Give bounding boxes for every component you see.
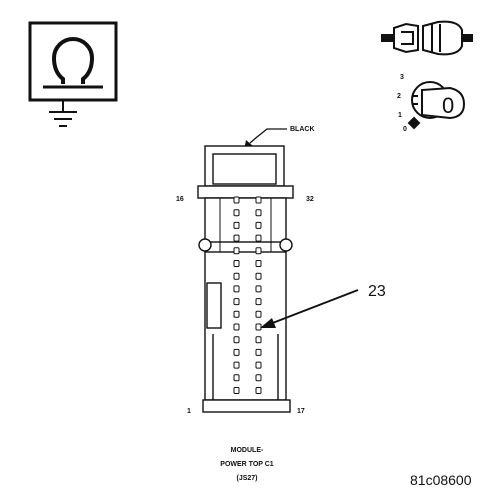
pin-label-16: 16 xyxy=(176,196,184,203)
pin-cavity xyxy=(233,234,240,242)
pin-cavity xyxy=(255,374,262,382)
pin-label-1: 1 xyxy=(187,408,191,415)
pin-label-17: 17 xyxy=(297,408,305,415)
ohmmeter-ground-icon xyxy=(28,21,118,127)
ignition-pos-3: 3 xyxy=(400,74,404,81)
callout-arrowhead xyxy=(260,318,276,328)
figure-id: 81c08600 xyxy=(410,472,472,488)
pin-cavity xyxy=(255,272,262,280)
pin-cavity xyxy=(255,387,262,394)
connector-separate-icon xyxy=(381,20,473,56)
callout-leader-line xyxy=(269,289,359,325)
pin-cavity xyxy=(255,260,262,267)
pin-cavity xyxy=(233,272,240,280)
pin-cavity xyxy=(255,361,262,369)
pin-cavity xyxy=(233,310,240,318)
pin-cavity xyxy=(255,221,262,229)
connector-name-line2: POWER TOP C1 xyxy=(220,461,274,468)
pin-cavity xyxy=(255,348,262,356)
connector-name-line3: (JS27) xyxy=(236,475,257,482)
pin-cavity xyxy=(233,336,240,344)
pin-cavity xyxy=(255,285,262,293)
pin-cavity xyxy=(255,234,262,242)
pin-cavity xyxy=(233,387,240,394)
callout-pin-number: 23 xyxy=(368,283,386,300)
pin-cavity xyxy=(233,285,240,293)
connector-name-line1: MODULE- xyxy=(231,447,264,454)
wire-color-leader xyxy=(249,128,287,144)
connector-body xyxy=(197,145,294,413)
ignition-pos-2: 2 xyxy=(397,93,401,100)
pin-label-32: 32 xyxy=(306,196,314,203)
pin-cavity xyxy=(255,336,262,344)
pin-cavity xyxy=(233,209,240,217)
ignition-switch-icon xyxy=(407,81,466,130)
wire-color-label: BLACK xyxy=(290,126,315,133)
pin-cavity xyxy=(255,209,262,217)
pin-cavity xyxy=(233,374,240,382)
pin-cavity xyxy=(255,247,262,255)
pin-cavity xyxy=(233,260,240,267)
pin-cavity xyxy=(233,348,240,356)
pin-cavity xyxy=(233,361,240,369)
pin-cavity xyxy=(233,247,240,255)
ignition-key-position: 0 xyxy=(442,93,454,118)
pin-cavity xyxy=(233,221,240,229)
pin-cavity xyxy=(255,298,262,306)
pin-cavity xyxy=(255,310,262,318)
connector-pin-cavities xyxy=(233,196,262,394)
ignition-pos-1: 1 xyxy=(398,112,402,119)
pin-cavity xyxy=(233,196,240,204)
pin-cavity xyxy=(233,298,240,306)
ignition-pos-0: 0 xyxy=(403,126,407,133)
pin-cavity xyxy=(255,196,262,204)
pin-cavity xyxy=(233,323,240,331)
pin-cavity xyxy=(255,323,262,331)
